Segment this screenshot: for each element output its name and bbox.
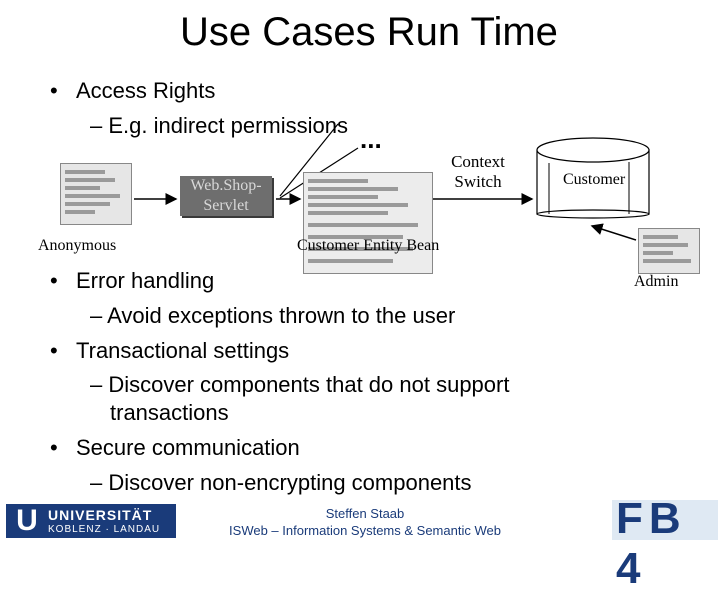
servlet-line-1: Web.Shop- (190, 177, 262, 194)
bullet-dot: • (50, 78, 58, 103)
servlet-line-2: Servlet (203, 197, 249, 214)
sub-discover-components: – Discover components that do not suppor… (90, 372, 510, 397)
footer-group: ISWeb – Information Systems & Semantic W… (229, 523, 501, 538)
context-line-2: Switch (454, 172, 502, 191)
bullet-transactional: • Transactional settings (50, 338, 289, 364)
slide-title: Use Cases Run Time (180, 10, 558, 54)
admin-label: Admin (634, 273, 679, 290)
bullet-text: Error handling (76, 268, 215, 293)
footer-credit: Steffen Staab ISWeb – Information System… (200, 505, 530, 539)
context-line-1: Context (451, 152, 505, 171)
sub-indirect-permissions: – E.g. indirect permissions (90, 113, 348, 138)
bullet-text: Access Rights (76, 78, 216, 103)
university-name: UNIVERSITÄT (48, 507, 153, 523)
webshop-servlet-box: Web.Shop- Servlet (180, 176, 272, 216)
bullet-text: Secure communication (76, 435, 300, 460)
fb4-logo-text: FB 4 (616, 494, 687, 593)
bullet-dot: • (50, 268, 58, 293)
ellipsis: ... (360, 124, 382, 154)
bullet-secure: • Secure communication (50, 435, 300, 461)
bullet-dot: • (50, 338, 58, 363)
bullet-error-handling: • Error handling (50, 268, 214, 294)
sub-transactions: transactions (110, 400, 229, 425)
anonymous-label: Anonymous (38, 237, 117, 254)
sub-avoid-exceptions: – Avoid exceptions thrown to the user (90, 303, 456, 328)
arrow-indirect-1 (279, 123, 339, 197)
footer-author: Steffen Staab (325, 506, 405, 521)
university-logo: U UNIVERSITÄT KOBLENZ · LANDAU (6, 504, 176, 538)
bullet-text: Transactional settings (76, 338, 290, 363)
entity-bean-label: Customer Entity Bean (297, 237, 440, 254)
context-switch-label: Context Switch (446, 152, 510, 192)
arrow-admin-to-db (590, 223, 637, 241)
diagram-arrows (134, 123, 650, 241)
customer-db-label: Customer (563, 171, 626, 188)
anonymous-client-image (60, 163, 132, 225)
sub-non-encrypting: – Discover non-encrypting components (90, 470, 472, 495)
university-mark-icon: U (16, 504, 38, 537)
university-location: KOBLENZ · LANDAU (48, 524, 161, 535)
slide-title-area: Use Cases Run Time (0, 0, 720, 60)
customer-entity-bean-image (303, 172, 433, 274)
bullet-access-rights: • Access Rights (50, 78, 215, 104)
fb4-logo: FB 4 (612, 494, 718, 593)
admin-client-image (638, 228, 700, 274)
customer-db-cylinder (536, 137, 650, 219)
bullet-dot: • (50, 435, 58, 460)
